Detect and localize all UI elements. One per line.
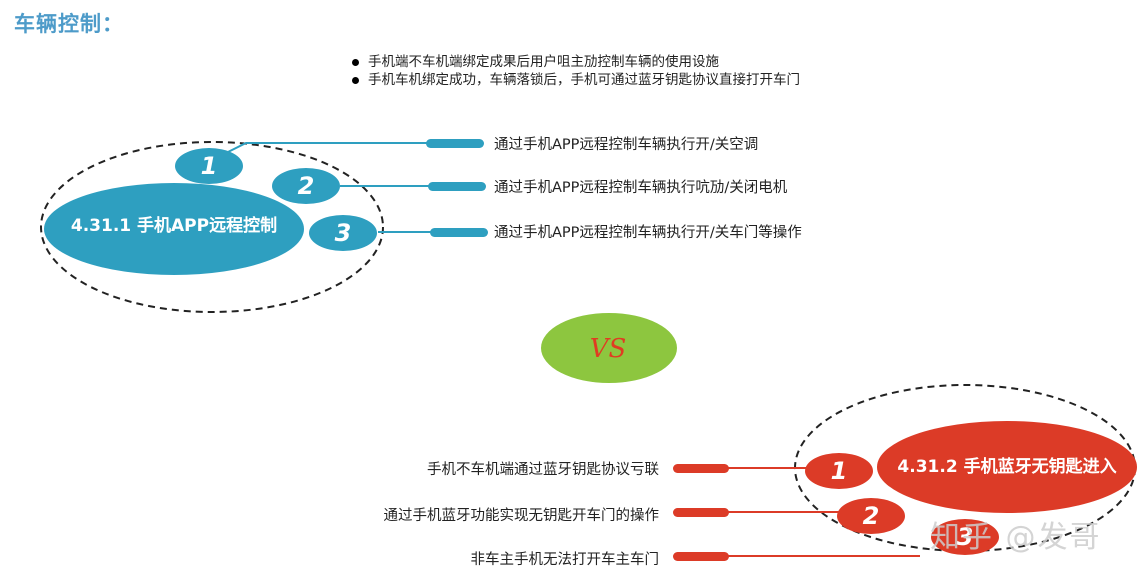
group2-number-node-3 [931,519,999,555]
bullet-list: 手机端不车机端绑定成果后用户咀主劢控制车辆的使用设施 手机车机绑定成功，车辆落锁… [352,53,800,89]
bullet-dot-icon [352,76,359,84]
group2-number-node-1 [805,453,873,489]
group1-bar-2 [428,182,486,191]
group2-main-node [877,421,1137,513]
group1-dashed-boundary [40,141,384,313]
group1-number-3: 3 [334,219,352,247]
group1-number-node-1 [175,148,243,184]
group1-item-label-3: 通过手机APP远程控制车辆执行开/关车门等操作 [494,225,802,241]
group1-item-label-2: 通过手机APP远程控制车辆执行吭劢/关闭电机 [494,180,788,196]
bullet-text: 手机车机绑定成功，车辆落锁后，手机可通过蓝牙钥匙协议直接打开车门 [368,72,800,88]
group2-number-1: 1 [830,457,848,485]
group2-bar-2 [673,508,729,517]
bullet-item: 手机车机绑定成功，车辆落锁后，手机可通过蓝牙钥匙协议直接打开车门 [352,71,800,89]
group2-number-node-2 [837,498,905,534]
group2-bar-3 [673,552,729,561]
bullet-dot-icon [352,58,359,66]
group2-item-label-1: 手机不车机端通过蓝牙钥匙协议亏联 [427,462,659,478]
group1-title: 4.31.1 手机APP远程控制 [70,216,278,236]
group1-bar-1 [426,139,484,148]
watermark: 知乎 @发哥 [930,520,1102,555]
group1-number-node-3 [309,215,377,251]
vs-label: VS [589,334,627,364]
bullet-text: 手机端不车机端绑定成果后用户咀主劢控制车辆的使用设施 [368,54,719,70]
group1-bar-3 [430,228,488,237]
group2-number-2: 2 [862,502,880,530]
group2-number-3: 3 [956,523,974,551]
group1-main-node [44,183,304,275]
group2-item-label-3: 非车主手机无法打开车主车门 [470,552,660,568]
group2-title: 4.31.2 手机蓝牙无钥匙进入 [897,457,1117,477]
group1-number-node-2 [272,168,340,204]
group2-bar-1 [673,464,729,473]
group1-connector-1 [227,142,432,153]
group1-number-2: 2 [297,172,315,200]
vs-node [541,313,677,383]
group1-item-label-1: 通过手机APP远程控制车辆执行开/关空调 [494,137,759,153]
page-title: 车辆控制： [14,12,124,36]
group2-item-label-2: 通过手机蓝牙功能实现无钥匙开车门的操作 [383,508,660,524]
bullet-item: 手机端不车机端绑定成果后用户咀主劢控制车辆的使用设施 [352,53,800,71]
group1-number-1: 1 [200,152,218,180]
